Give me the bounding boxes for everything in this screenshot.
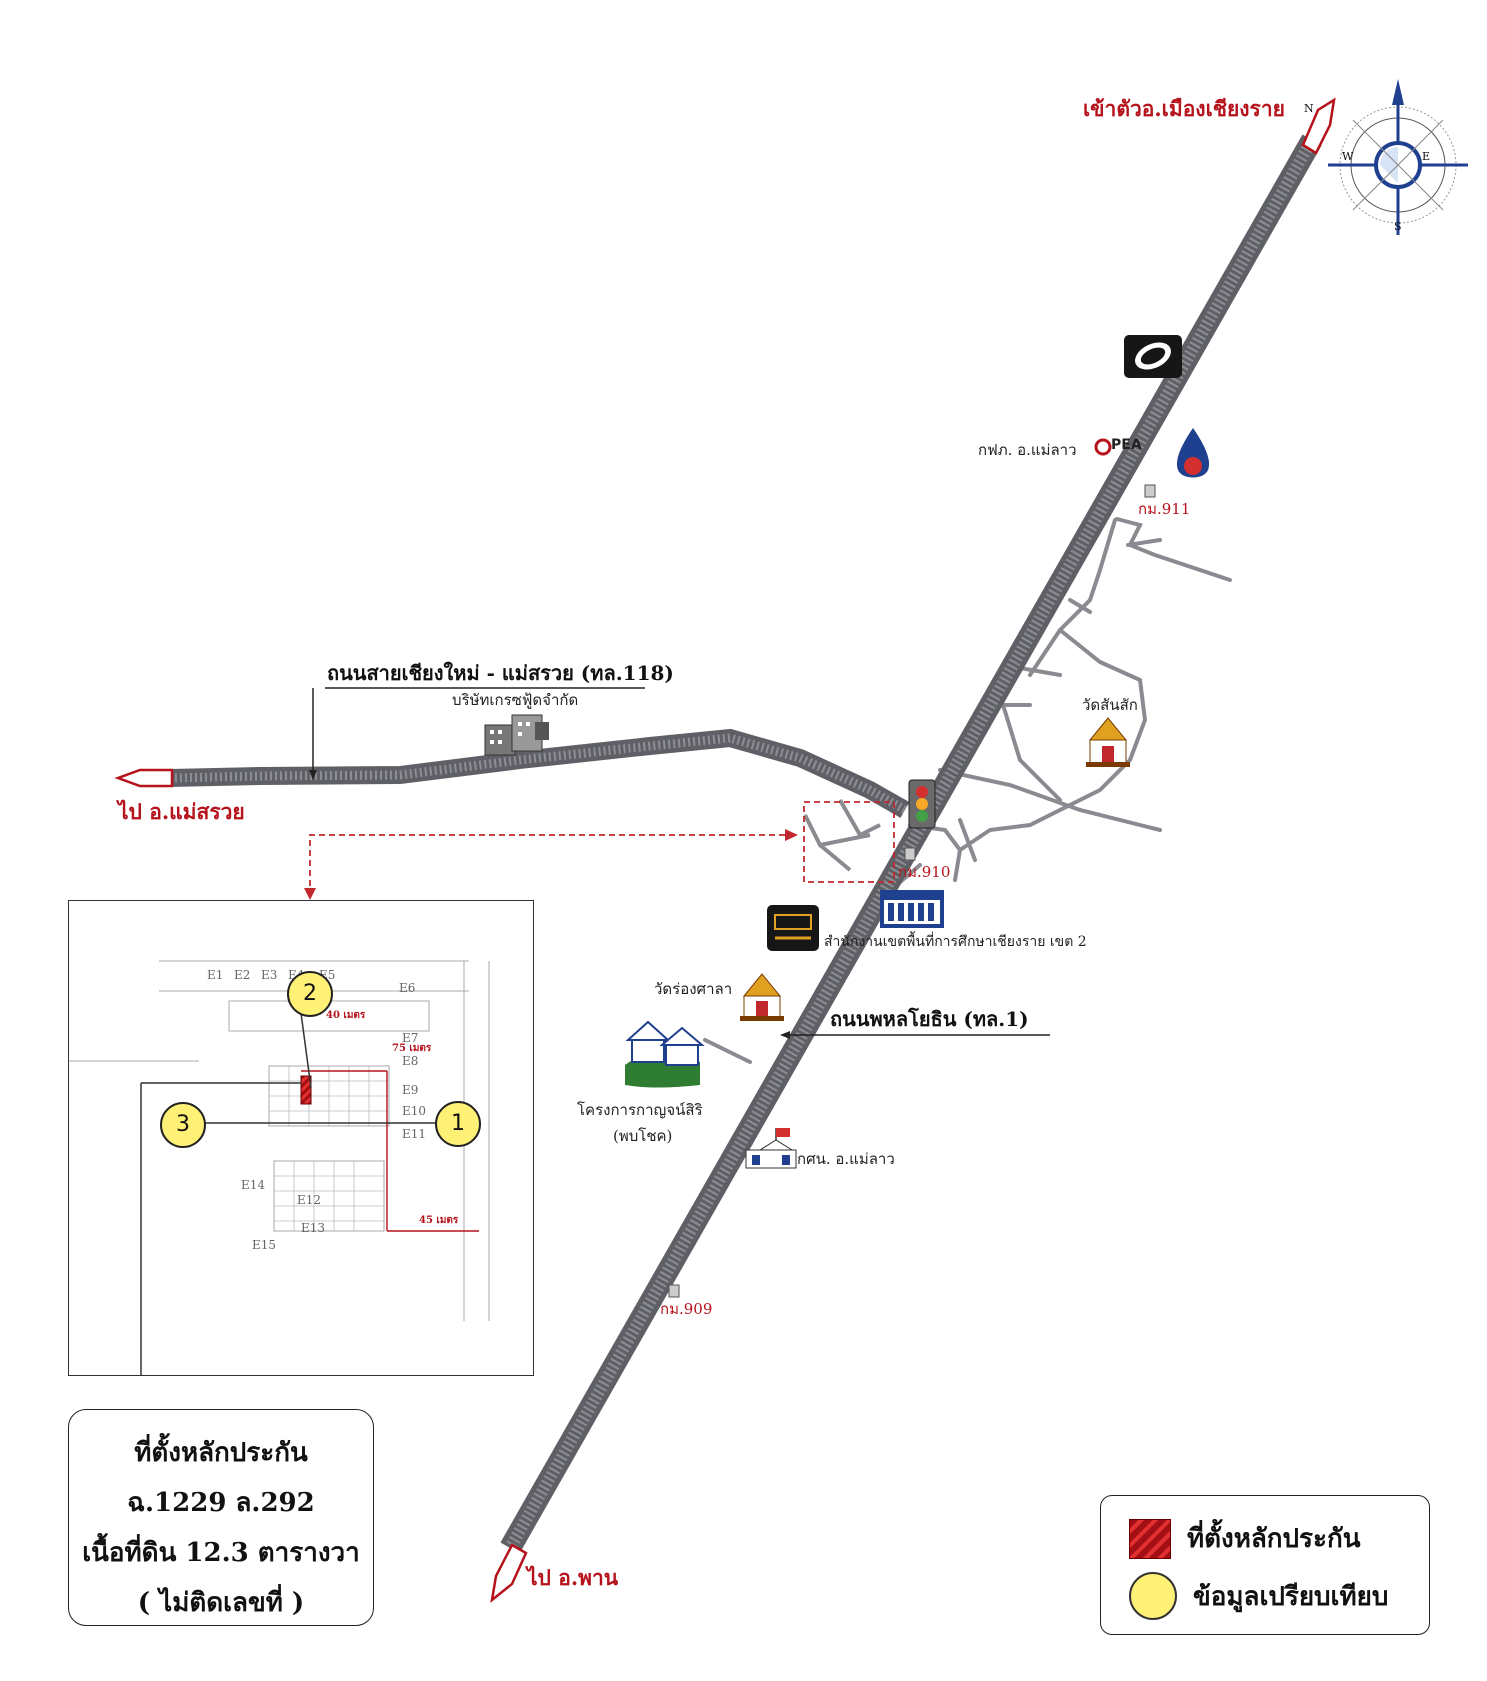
traffic-light-icon — [908, 779, 936, 829]
collateral-callout: ที่ตั้งหลักประกัน ฉ.1229 ล.292 เนื้อที่ด… — [68, 1409, 374, 1626]
compass-west: W — [1342, 150, 1354, 163]
factory-icon — [484, 714, 549, 756]
label-km911: กม.911 — [1138, 500, 1191, 518]
compass-icon — [1328, 79, 1468, 235]
plot-e2: E2 — [234, 968, 251, 982]
km-post-icon — [668, 484, 1156, 1298]
direction-to-phan: ไป อ.พาน — [527, 1565, 619, 1590]
plot-e10: E10 — [402, 1104, 427, 1118]
housing-project-icon — [625, 1020, 705, 1088]
legend-collateral-label: ที่ตั้งหลักประกัน — [1187, 1524, 1361, 1554]
direction-to-chiang-rai: เข้าตัวอ.เมืองเชียงราย — [1083, 96, 1285, 121]
callout-title: ที่ตั้งหลักประกัน — [134, 1438, 308, 1468]
school-icon — [745, 1128, 797, 1169]
pea-logo-icon — [1094, 438, 1112, 456]
plot-e12: E12 — [297, 1193, 322, 1207]
site-streets — [803, 799, 881, 872]
arrow-to-phan — [490, 1543, 528, 1604]
dim-75m: 75 เมตร — [392, 1043, 432, 1054]
label-edu-office: สำนักงานเขตพื้นที่การศึกษาเชียงราย เขต 2 — [824, 934, 1087, 950]
plot-e6: E6 — [399, 981, 416, 995]
collateral-parcel — [300, 1075, 312, 1105]
callout-deed: ฉ.1229 ล.292 — [127, 1488, 315, 1518]
label-wat-san-sak: วัดสันสัก — [1082, 696, 1138, 714]
temple-icon-rong-sala — [740, 973, 784, 1021]
marker-1: 1 — [435, 1101, 481, 1147]
office-building-icon — [880, 890, 944, 928]
dim-40m: 40 เมตร — [326, 1010, 366, 1021]
plot-e14: E14 — [241, 1178, 266, 1192]
legend-comparison-swatch — [1129, 1572, 1177, 1620]
marker-2: 2 — [287, 971, 333, 1017]
compass-east: E — [1422, 150, 1431, 163]
label-kanchansiri-sub: (พบโชค) — [613, 1127, 673, 1145]
arrow-to-chiang-rai — [1301, 97, 1336, 155]
label-pea: กฟภ. อ.แม่ลาว — [978, 441, 1077, 459]
road-name-1: ถนนพหลโยธิน (ทล.1) — [830, 1007, 1029, 1031]
callout-area: เนื้อที่ดิน 12.3 ตารางวา — [82, 1538, 360, 1568]
legend-comparison-label: ข้อมูลเปรียบเทียบ — [1193, 1581, 1389, 1612]
road-name-118: ถนนสายเชียงใหม่ - แม่สรวย (ทล.118) — [327, 661, 674, 685]
callout-no-address: ( ไม่ติดเลขที่ ) — [137, 1588, 305, 1618]
label-km910: กม.910 — [898, 863, 951, 881]
plot-e7: E7 — [402, 1031, 419, 1045]
plot-e9: E9 — [402, 1083, 419, 1097]
label-wat-rong-sala: วัดร่องศาลา — [654, 980, 733, 998]
temple-icon-san-sak — [1086, 717, 1130, 767]
minor-streets — [703, 517, 1232, 1064]
compass-north: N — [1304, 102, 1314, 115]
legend-collateral-swatch — [1129, 1518, 1171, 1559]
plot-e3: E3 — [261, 968, 278, 982]
label-km909: กม.909 — [660, 1300, 713, 1318]
label-nfe: กศน. อ.แม่ลาว — [797, 1150, 895, 1168]
marker-3: 3 — [160, 1102, 206, 1148]
plot-e13: E13 — [301, 1221, 326, 1235]
bank-logo-icon — [1124, 335, 1182, 378]
pea-logo-text: PEA — [1111, 437, 1142, 453]
label-kanchansiri: โครงการกาญจน์สิริ — [577, 1101, 703, 1119]
bank-logo-icon-2 — [767, 905, 819, 951]
site-location-box — [803, 801, 895, 883]
plot-e1: E1 — [207, 968, 224, 982]
site-plan-drawing — [69, 960, 490, 1419]
plot-e11: E11 — [402, 1127, 427, 1141]
gas-station-icon — [1176, 428, 1210, 478]
label-factory: บริษัทเกรซฟู้ดจำกัด — [452, 691, 579, 709]
map-legend: ที่ตั้งหลักประกัน ข้อมูลเปรียบเทียบ — [1100, 1495, 1430, 1635]
site-plan-inset: E1 E2 E3 E4 E5 E6 E7 E8 E9 E10 E11 E12 E… — [68, 900, 534, 1419]
arrow-to-mae-suai — [114, 768, 174, 788]
compass-south: S — [1394, 220, 1402, 233]
direction-to-mae-suai: ไป อ.แม่สรวย — [118, 799, 245, 824]
plot-e15: E15 — [252, 1238, 277, 1252]
plot-e8: E8 — [402, 1054, 419, 1068]
dim-45m: 45 เมตร — [419, 1215, 459, 1226]
